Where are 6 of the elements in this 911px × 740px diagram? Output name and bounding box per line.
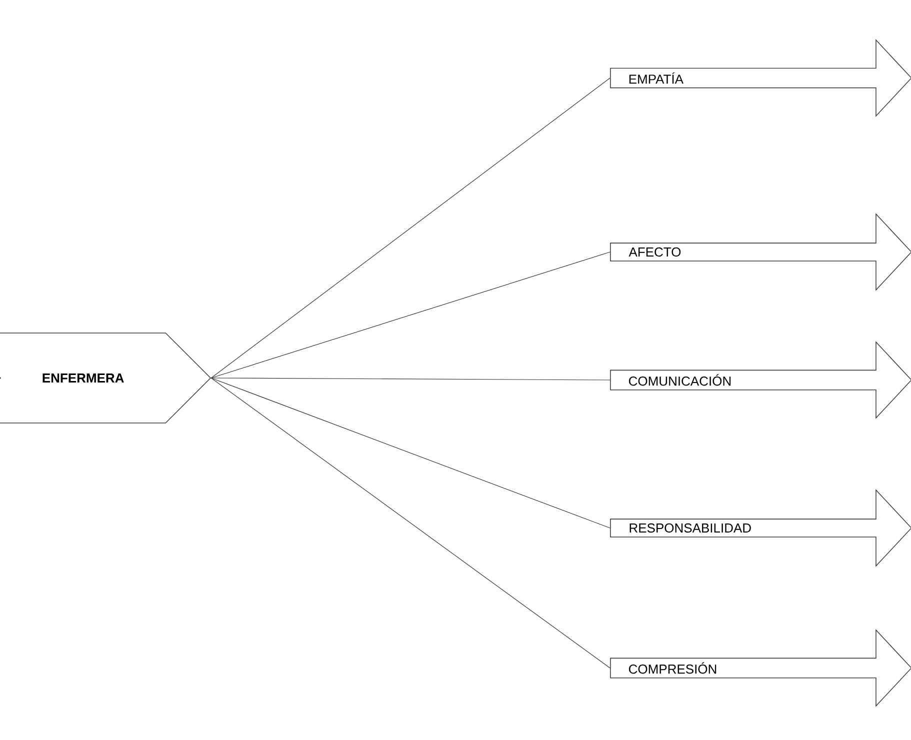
connector-line [210,378,610,668]
connector-line [210,378,610,528]
connector-line [210,378,610,380]
connector-line [210,78,610,378]
chevron-box: ENFERMERA [0,332,212,424]
connector-line [210,252,610,378]
